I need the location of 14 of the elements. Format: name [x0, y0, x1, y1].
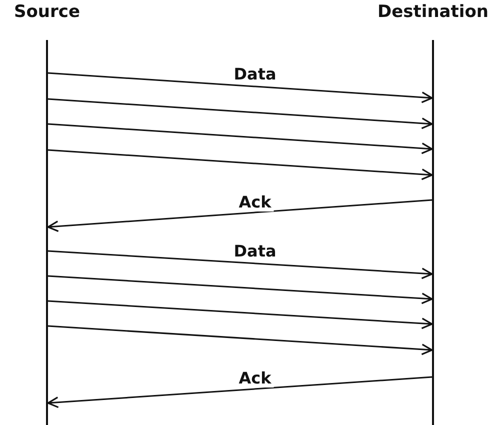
- message-arrow: [47, 199, 432, 232]
- message-arrow: [48, 98, 433, 130]
- participant-name: Source: [12, 2, 82, 22]
- message-arrow: [47, 376, 432, 408]
- message-arrow: [48, 275, 433, 304]
- message-arrow: [48, 123, 433, 154]
- message-arrow: [48, 149, 433, 180]
- message-arrow: [48, 250, 433, 280]
- edge-label: Ack: [236, 192, 274, 211]
- message-arrow: [48, 325, 433, 356]
- participant-name: Destination: [376, 2, 490, 22]
- edge-label: Ack: [236, 368, 274, 388]
- message-arrow: [48, 72, 433, 104]
- message-arrow: [48, 300, 433, 330]
